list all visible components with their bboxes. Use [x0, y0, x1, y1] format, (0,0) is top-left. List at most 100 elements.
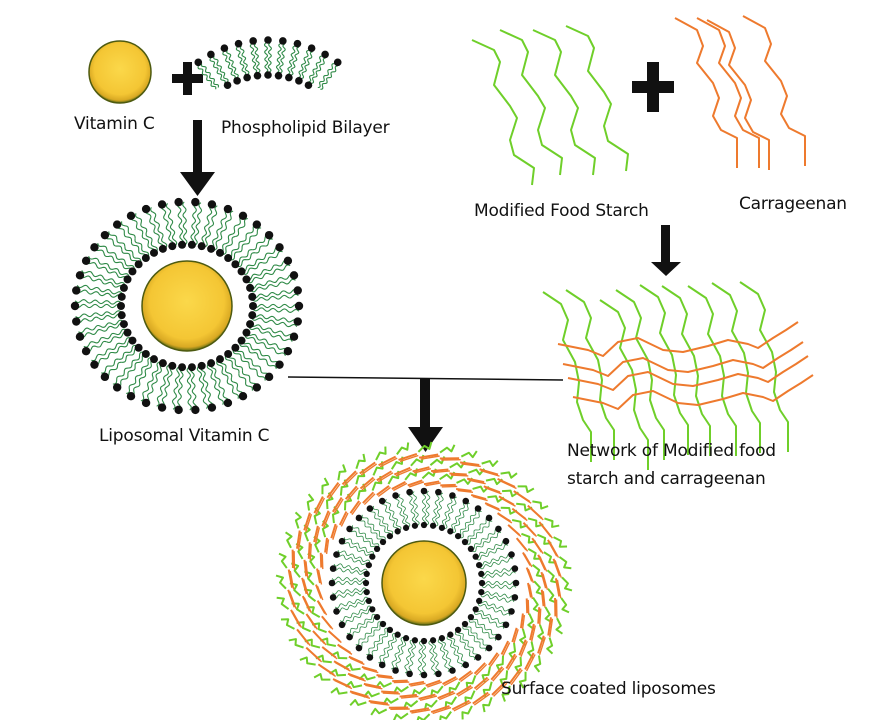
lipid-head: [70, 301, 80, 311]
carrageenan-fragment: [423, 480, 440, 486]
carrageenan-fragment: [540, 571, 547, 589]
carrageenan-fragment: [466, 477, 485, 484]
lipid-tail: [243, 59, 250, 75]
lipid-tail: [275, 308, 300, 313]
starch-fragment: [439, 444, 456, 454]
starch-fragment: [343, 663, 361, 671]
starch-chain: [471, 39, 535, 186]
lipid-tail: [98, 292, 123, 298]
lipid-head: [447, 631, 454, 638]
lipid-tail: [355, 605, 372, 615]
starch-fragment: [485, 477, 503, 486]
lipid-tail: [81, 270, 104, 278]
lipid-head: [449, 492, 456, 499]
lipid-tail: [252, 295, 276, 302]
carrageenan-chain: [742, 15, 806, 166]
starch-fragment: [511, 519, 529, 529]
lipid-tail: [182, 222, 188, 245]
lipid-head: [508, 608, 515, 615]
carrageenan-fragment: [413, 468, 432, 474]
carrageenan-fragment: [457, 686, 474, 697]
starch-fragment: [430, 685, 444, 698]
lipid-head: [333, 58, 342, 67]
lipid-tail: [206, 77, 217, 90]
lipid-tail: [498, 571, 516, 577]
carrageenan-fragment: [432, 706, 452, 715]
lipid-head: [476, 561, 483, 569]
carrageenan-fragment: [539, 556, 548, 572]
lipid-head: [438, 635, 446, 642]
lipid-tail: [444, 512, 451, 530]
lipid-tail: [112, 259, 134, 272]
lipid-tail: [210, 205, 218, 227]
carrageenan-fragment: [517, 539, 529, 552]
lipid-head: [420, 521, 428, 529]
phospholipid-bilayer-icon: [194, 36, 342, 90]
lipid-head: [248, 292, 257, 301]
lipid-tail: [428, 640, 434, 658]
carrageenan-fragment: [303, 512, 311, 531]
starch-fragment: [465, 675, 477, 691]
lipid-head: [150, 355, 158, 364]
carrageenan-fragment: [518, 639, 527, 656]
lipid-tail: [315, 55, 322, 70]
starch-fragment: [533, 580, 544, 596]
starch-fragment: [402, 700, 419, 710]
lipid-tail: [196, 366, 205, 388]
lipid-tail: [281, 43, 286, 59]
starch-fragment: [370, 707, 388, 716]
lipid-head: [485, 644, 493, 652]
carrageenan-fragment: [340, 512, 349, 527]
lipid-tail: [466, 532, 480, 545]
lipid-tail: [91, 348, 112, 362]
starch-fragment: [519, 628, 527, 646]
carrageenan-fragment: [324, 537, 329, 553]
lipid-tail: [379, 629, 390, 645]
lipid-tail: [249, 323, 273, 331]
lipid-head: [194, 58, 203, 67]
lipid-head: [293, 39, 302, 48]
lipid-head: [117, 302, 125, 310]
carrageenan-fragment: [323, 512, 331, 528]
lipid-tail: [99, 289, 123, 295]
starch-fragment: [311, 622, 327, 634]
lipid-tail: [273, 321, 298, 328]
starch-fragment: [546, 637, 554, 655]
carrageenan-fragment: [527, 568, 535, 584]
lipid-head: [411, 637, 419, 644]
lipid-tail: [239, 342, 259, 357]
carrageenan-fragment: [493, 682, 508, 697]
starch-fragment: [349, 699, 367, 707]
starch-fragment: [537, 624, 545, 642]
starch-fragment: [275, 574, 287, 590]
lipid-tail: [126, 374, 139, 395]
lipid-tail: [481, 573, 499, 579]
lipid-head: [307, 44, 316, 53]
lipid-head: [168, 242, 177, 251]
carrageenan-fragment: [363, 682, 382, 689]
lipid-tail: [431, 640, 438, 658]
carrageenan-fragment: [458, 670, 472, 681]
carrageenan-fragment: [473, 662, 486, 675]
lipid-head: [126, 392, 136, 401]
carrageenan-fragment: [319, 665, 337, 677]
lipid-tail: [440, 638, 449, 655]
lipid-head: [220, 44, 229, 53]
lipid-tail: [306, 51, 313, 66]
starch-fragment: [288, 638, 304, 649]
carrageenan-fragment: [537, 554, 547, 571]
lipid-head: [386, 626, 394, 634]
lipid-tail: [97, 300, 122, 305]
starch-fragment: [411, 686, 427, 698]
carrageenan-fragment: [524, 523, 538, 537]
lipid-tail: [162, 364, 170, 387]
carrageenan-fragment: [508, 667, 522, 684]
starch-fragment: [518, 671, 527, 689]
carrageenan-fragment: [527, 582, 532, 598]
carrageenan-fragment: [530, 625, 537, 642]
carrageenan-fragment: [492, 667, 505, 682]
lipid-head: [406, 488, 413, 496]
arrow-down-icon: [408, 379, 443, 452]
carrageenan-fragment: [538, 637, 546, 656]
starch-chain: [661, 285, 711, 456]
